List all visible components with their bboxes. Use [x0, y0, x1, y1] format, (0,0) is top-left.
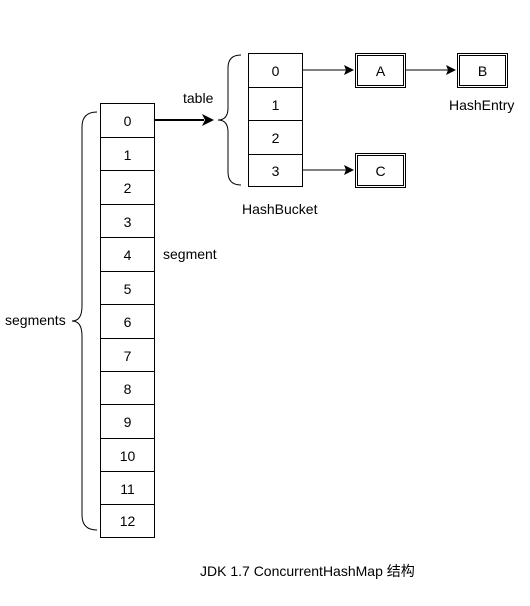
- bucket-cell-1: 1: [248, 87, 303, 122]
- segment-cell-1: 1: [100, 137, 155, 172]
- segment-to-table-arrowhead: [202, 114, 214, 126]
- bucket-cell-3: 3: [248, 154, 303, 187]
- segment-cell-10: 10: [100, 438, 155, 473]
- segment-cell-0: 0: [100, 103, 155, 138]
- a-to-b-arrowhead: [446, 65, 456, 75]
- bucket-cell-0: 0: [248, 53, 303, 88]
- segment-cell-5: 5: [100, 271, 155, 306]
- segments-brace-label: segments: [5, 312, 66, 328]
- bucket3-to-c-arrowhead: [344, 165, 354, 175]
- hash-entry-a: A: [355, 53, 406, 88]
- bucket0-to-a-arrowhead: [344, 65, 354, 75]
- segment-cell-2: 2: [100, 170, 155, 205]
- hash-bucket-caption: HashBucket: [242, 201, 318, 217]
- segment-cell-11: 11: [100, 471, 155, 506]
- segment-cell-9: 9: [100, 404, 155, 439]
- segment-cell-7: 7: [100, 338, 155, 373]
- hash-entry-b: B: [457, 53, 508, 88]
- bucket-cell-2: 2: [248, 120, 303, 155]
- table-brace: [217, 54, 242, 186]
- figure-caption: JDK 1.7 ConcurrentHashMap 结构: [200, 563, 415, 579]
- segment-cell-3: 3: [100, 204, 155, 239]
- hash-entry-caption: HashEntry: [449, 97, 515, 113]
- segment-cell-4: 4: [100, 237, 155, 272]
- segment-cell-12: 12: [100, 504, 155, 538]
- hash-entry-c: C: [355, 153, 406, 188]
- segment-cell-6: 6: [100, 304, 155, 339]
- segments-brace: [71, 111, 98, 531]
- table-label: table: [183, 90, 214, 106]
- segment-cell-8: 8: [100, 371, 155, 406]
- segment-label: segment: [163, 246, 217, 262]
